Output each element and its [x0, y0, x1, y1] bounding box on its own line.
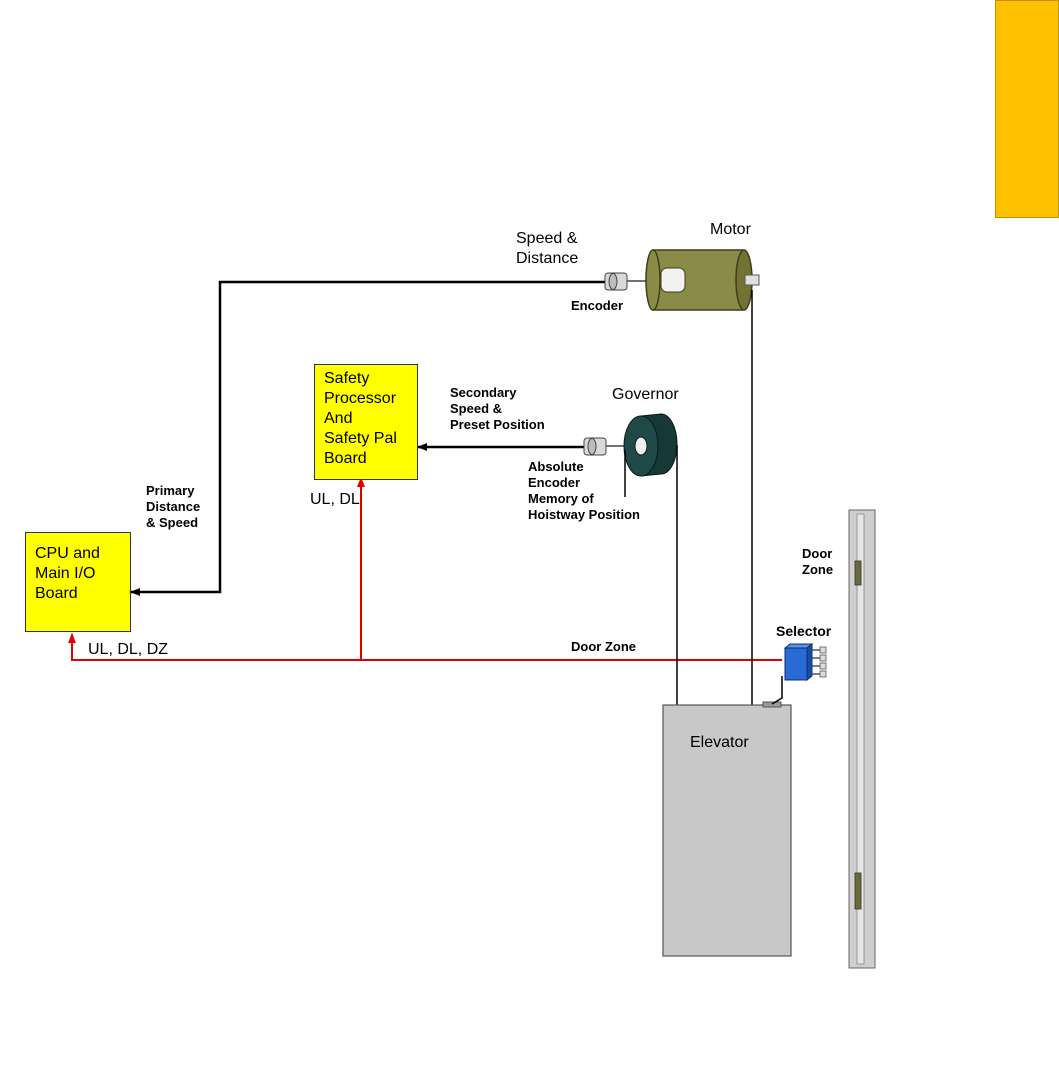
governor-icon: [623, 413, 678, 477]
elevator-car: [662, 704, 792, 957]
accent-tab: [995, 0, 1059, 218]
governor-encoder: [583, 437, 630, 456]
door-zone-line-label: Door Zone: [571, 639, 636, 654]
absolute-encoder-label: Absolute Encoder Memory of Hoistway Posi…: [528, 459, 640, 522]
primary-distance-label: Primary Distance & Speed: [146, 483, 201, 530]
door-zone-magnet-upper: [854, 560, 862, 586]
secondary-speed-label: Secondary Speed & Preset Position: [450, 385, 545, 432]
motor-label: Motor: [710, 221, 751, 238]
cpu-main-io-board: CPU and Main I/O Board: [25, 532, 131, 632]
ul-dl-label: UL, DL: [310, 491, 360, 508]
selector-mount: [762, 701, 782, 708]
speed-distance-label: Speed & Distance: [516, 230, 579, 267]
hoistway-rail: [848, 509, 876, 969]
motor-encoder: [604, 272, 652, 291]
motor-icon: [645, 249, 760, 311]
door-zone-signal-line: [68, 633, 782, 661]
encoder-label: Encoder: [571, 298, 624, 313]
selector-label: Selector: [776, 623, 832, 639]
ul-dl-dz-label: UL, DL, DZ: [88, 641, 169, 658]
door-zone-rail-label: Door Zone: [802, 546, 834, 577]
selector-bracket: [771, 676, 783, 705]
elevator-label: Elevator: [690, 734, 749, 751]
door-zone-magnet-lower: [854, 872, 862, 910]
governor-label: Governor: [612, 386, 679, 403]
safety-processor-board: Safety Processor And Safety Pal Board: [314, 364, 418, 480]
primary-signal-line: [130, 280, 605, 596]
selector-icon: [783, 642, 827, 682]
